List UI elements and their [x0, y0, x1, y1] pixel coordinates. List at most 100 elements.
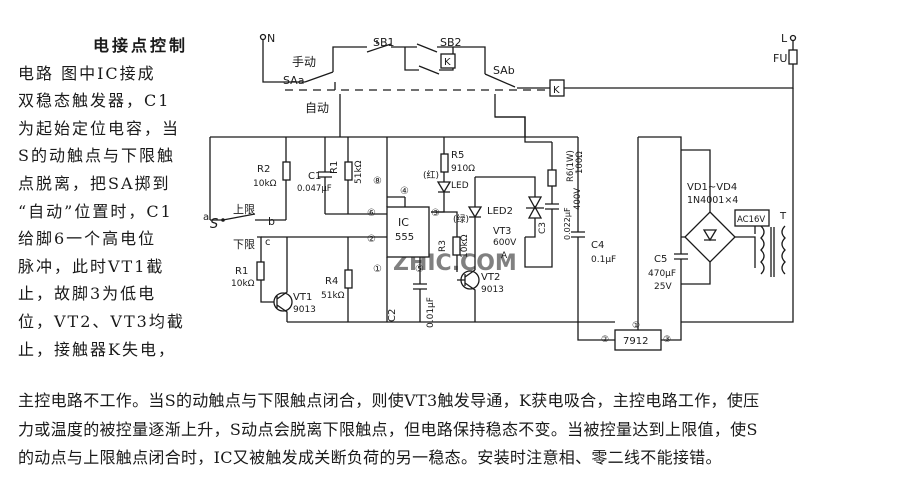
label-k-contact: K	[444, 57, 451, 68]
led-green	[467, 206, 483, 219]
side-line: 为起始定位电容，当	[18, 118, 181, 138]
label-r6-val: 100Ω	[575, 151, 585, 174]
vt3-leads	[525, 207, 544, 238]
transformer-primary	[781, 225, 786, 275]
circuit-diagram: ZHIC.COM N 手动 SAa SB1 SB2 K SAb K FU L	[203, 32, 798, 351]
label-a: a	[203, 212, 209, 223]
label-r5: R5	[451, 150, 464, 161]
label-upper: 上限	[233, 203, 255, 216]
side-line: 电路 图中IC接成	[18, 63, 156, 83]
label-lower: 下限	[233, 238, 255, 251]
led-red	[436, 181, 452, 194]
label-c: c	[265, 237, 271, 248]
c2-capacitor	[413, 283, 427, 322]
fuse	[788, 49, 798, 65]
body-text: 主控电路不工作。当S的动触点与下限触点闭合，则使VT3触发导通，K获电吸合，主控…	[18, 387, 898, 473]
label-red: (红)	[423, 169, 439, 181]
label-r1-top-val: 51kΩ	[354, 160, 364, 184]
label-manual: 手动	[292, 55, 316, 69]
l-wire	[564, 64, 794, 89]
l-right-wire	[681, 88, 794, 323]
led2-top-wire	[475, 176, 536, 197]
pin-8: ⑧	[373, 176, 382, 187]
label-r2-val: 10kΩ	[253, 179, 277, 189]
led-green-wire	[469, 177, 481, 232]
label-c4-val: 0.1μF	[591, 255, 616, 265]
side-line: 止，接触器K失电，	[18, 339, 176, 359]
transformer-core	[770, 227, 775, 277]
label-l: L	[781, 32, 788, 45]
label-green: (绿)	[453, 213, 469, 225]
label-c1: C1	[308, 171, 321, 182]
pin-4: ④	[400, 186, 409, 197]
label-r1-val: 10kΩ	[231, 279, 255, 289]
r1-top-resistor	[344, 161, 353, 181]
pin-1: ①	[373, 264, 382, 275]
label-r4-val: 51kΩ	[321, 291, 345, 301]
r6-c3-wire	[545, 142, 559, 247]
vt1-leads	[276, 237, 288, 322]
side-line: 止，故脚3为低电	[18, 284, 157, 304]
side-line: “自动”位置时，C1	[18, 201, 173, 221]
label-c2: C2	[387, 309, 398, 322]
vt3-top-wire	[495, 116, 552, 143]
ic-power-wire	[386, 137, 406, 207]
s-pivot	[221, 218, 225, 222]
label-sb2: SB2	[440, 36, 462, 49]
c4-capacitor	[571, 137, 585, 322]
label-k-coil: K	[553, 85, 560, 96]
label-ic-num: 555	[395, 232, 414, 243]
label-r1-top: R1	[329, 161, 340, 174]
body-line: 主控电路不工作。当S的动触点与下限触点闭合，则使VT3触发导通，K获电吸合，主控…	[18, 391, 760, 410]
top-rail	[209, 136, 578, 220]
label-vd: VD1~VD4	[687, 182, 737, 193]
label-r3-val: 10kΩ	[460, 234, 470, 258]
label-vt2: VT2	[481, 272, 500, 283]
vt3-bottom-wire	[524, 237, 553, 268]
side-line: 位，VT2、VT3均截	[18, 311, 185, 331]
sab-switch	[484, 73, 550, 89]
vt2-leads	[457, 269, 476, 322]
label-c5-val: 470μF	[648, 269, 676, 279]
n-wire	[262, 40, 305, 83]
regulator-wires	[577, 137, 682, 341]
ic-555	[386, 206, 430, 258]
label-vt3-a: A	[501, 251, 508, 261]
label-led: LED	[451, 181, 469, 191]
r6-resistor	[547, 169, 557, 187]
side-line: 给脚6一个高电位	[18, 229, 157, 249]
label-r4: R4	[325, 276, 338, 287]
label-c5: C5	[654, 254, 667, 265]
transformer-secondary-wire	[735, 226, 756, 268]
label-r5-val: 910Ω	[451, 164, 475, 174]
label-vt1: VT1	[293, 292, 312, 303]
body-line: 的动点与上限触点闭合时，IC又被触发成关断负荷的另一稳态。安装时注意相、零二线不…	[18, 448, 722, 467]
label-vd-val: 1N4001×4	[687, 195, 738, 206]
label-ic: IC	[398, 216, 409, 229]
r5-resistor	[440, 153, 449, 173]
r3-wire	[431, 211, 458, 272]
label-r2: R2	[257, 164, 270, 175]
r1-wire	[260, 280, 275, 303]
label-c3: C3	[538, 222, 548, 234]
label-t: T	[779, 211, 787, 222]
sab-auto-wire	[494, 94, 526, 137]
label-c4: C4	[591, 240, 604, 251]
bridge-wires	[681, 149, 716, 285]
side-line: 点脱离，把SA掷到	[18, 173, 171, 193]
ac16v-box	[734, 209, 770, 227]
c5-capacitor	[638, 136, 688, 322]
n-terminal	[259, 33, 267, 41]
label-fu: FU	[773, 52, 787, 65]
section-title: 电接点控制	[92, 36, 188, 55]
r2-resistor	[282, 161, 291, 181]
saa-switch	[304, 46, 360, 83]
r3-resistor	[452, 236, 461, 256]
reg-pin-1: ①	[632, 321, 640, 331]
label-vt2-val: 9013	[481, 285, 504, 295]
r1-resistor	[256, 261, 265, 281]
label-led2: LED2	[487, 206, 513, 217]
side-line: S的动触点与下限触	[18, 146, 175, 166]
pin-2: ②	[367, 234, 376, 245]
